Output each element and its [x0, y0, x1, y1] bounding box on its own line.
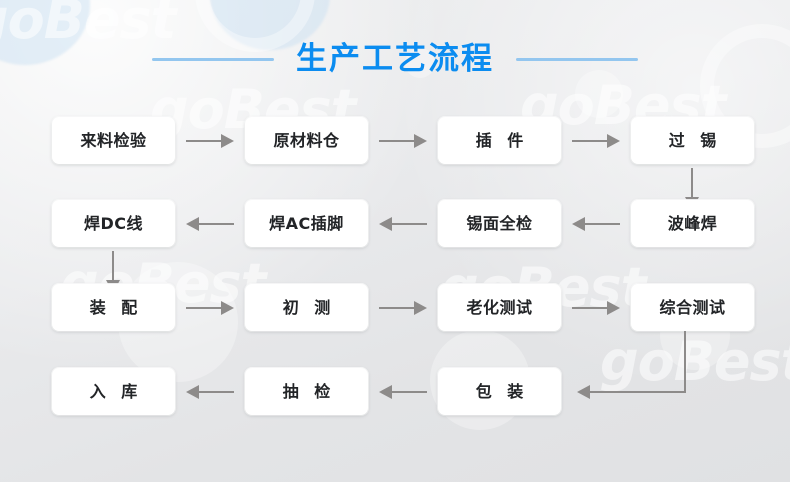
arrow-head-icon — [414, 134, 427, 148]
arrow-head-icon — [186, 385, 199, 399]
flow-node-label: 来料检验 — [80, 130, 147, 150]
arrow-shaft — [186, 307, 221, 309]
arrow-head-icon — [572, 217, 585, 231]
arrow-right-r3c3 — [572, 301, 620, 315]
flow-node-solder-dc-wire[interactable]: 焊DC线 — [52, 200, 175, 247]
arrow-left-r4c2 — [379, 385, 427, 399]
arrow-left-r4c1 — [186, 385, 234, 399]
flow-node-wave-soldering[interactable]: 波峰焊 — [631, 200, 754, 247]
flow-node-label: 综合测试 — [659, 297, 726, 317]
arrow-head-icon — [186, 217, 199, 231]
arrow-shaft — [572, 307, 607, 309]
flow-node-assembly[interactable]: 装 配 — [52, 284, 175, 331]
arrow-right-r1c3 — [572, 134, 620, 148]
arrow-head-icon — [379, 385, 392, 399]
elbow-horizontal-segment — [590, 391, 686, 393]
arrow-left-r2c2 — [379, 217, 427, 231]
arrow-shaft — [585, 223, 620, 225]
flow-node-label: 插 件 — [475, 130, 529, 150]
flow-node-sampling-inspection[interactable]: 抽 检 — [245, 368, 368, 415]
arrow-shaft — [186, 140, 221, 142]
arrow-shaft — [379, 307, 414, 309]
arrow-shaft — [199, 391, 234, 393]
flow-node-tinning[interactable]: 过 锡 — [631, 117, 754, 164]
flow-node-warehousing[interactable]: 入 库 — [52, 368, 175, 415]
page-title: 生产工艺流程 — [296, 40, 494, 77]
flow-node-incoming-inspection[interactable]: 来料检验 — [52, 117, 175, 164]
arrow-right-r1c2 — [379, 134, 427, 148]
arrow-head-icon — [577, 385, 590, 399]
flow-node-label: 装 配 — [89, 297, 143, 317]
page-title-row: 生产工艺流程 — [0, 36, 790, 82]
flow-node-raw-material-warehouse[interactable]: 原材料仓 — [245, 117, 368, 164]
flow-node-label: 老化测试 — [466, 297, 533, 317]
flow-node-label: 焊DC线 — [83, 213, 144, 233]
flow-node-label: 波峰焊 — [667, 213, 718, 233]
flow-node-label: 锡面全检 — [466, 213, 533, 233]
arrow-shaft — [379, 140, 414, 142]
arrow-shaft — [112, 251, 114, 280]
arrow-head-icon — [379, 217, 392, 231]
flow-node-aging-test[interactable]: 老化测试 — [438, 284, 561, 331]
flow-node-packaging[interactable]: 包 装 — [438, 368, 561, 415]
arrow-right-r3c1 — [186, 301, 234, 315]
flow-node-label: 包 装 — [475, 381, 529, 401]
arrow-shaft — [572, 140, 607, 142]
arrow-left-r2c3 — [572, 217, 620, 231]
arrow-head-icon — [414, 301, 427, 315]
elbow-vertical-segment — [684, 331, 686, 393]
flow-node-label: 过 锡 — [668, 130, 722, 150]
arrow-right-r1c1 — [186, 134, 234, 148]
flow-node-comprehensive-test[interactable]: 综合测试 — [631, 284, 754, 331]
flow-node-insertion[interactable]: 插 件 — [438, 117, 561, 164]
arrow-right-r3c2 — [379, 301, 427, 315]
arrow-shaft — [392, 223, 427, 225]
arrow-shaft — [691, 168, 693, 197]
flow-node-label: 抽 检 — [282, 381, 336, 401]
arrow-head-icon — [607, 134, 620, 148]
arrow-head-icon — [221, 134, 234, 148]
arrow-shaft — [392, 391, 427, 393]
arrow-head-icon — [221, 301, 234, 315]
flow-node-solder-surface-inspection[interactable]: 锡面全检 — [438, 200, 561, 247]
flow-node-label: 初 测 — [282, 297, 336, 317]
flow-node-label: 焊AC插脚 — [269, 213, 344, 233]
arrow-head-icon — [607, 301, 620, 315]
flow-node-initial-test[interactable]: 初 测 — [245, 284, 368, 331]
flow-node-solder-ac-pin[interactable]: 焊AC插脚 — [245, 200, 368, 247]
flow-node-label: 入 库 — [89, 381, 143, 401]
title-rule-left — [152, 57, 274, 61]
title-rule-right — [516, 57, 638, 61]
arrow-shaft — [199, 223, 234, 225]
flow-node-label: 原材料仓 — [273, 130, 340, 150]
arrow-left-r2c1 — [186, 217, 234, 231]
